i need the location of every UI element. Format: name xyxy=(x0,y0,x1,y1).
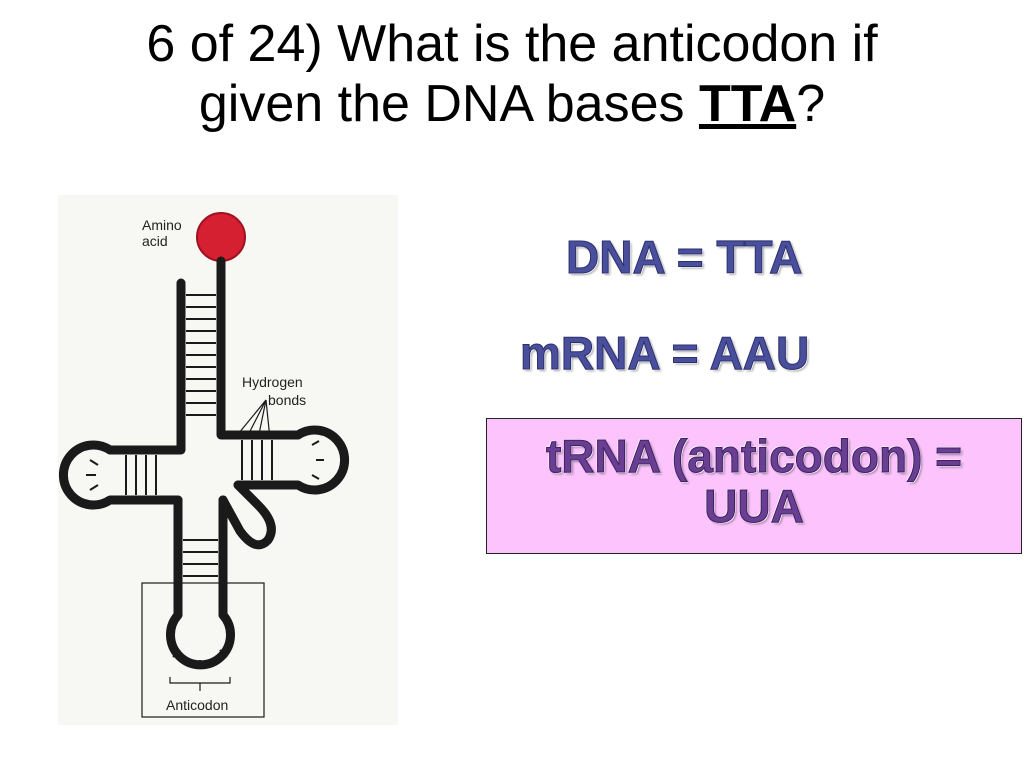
d-arm-loop xyxy=(58,440,183,510)
left-strand xyxy=(135,278,186,455)
amino-acid-label-2: acid xyxy=(142,233,168,249)
amino-acid-label-1: Amino xyxy=(142,217,182,233)
anticodon-bracket xyxy=(169,677,231,691)
t-arm-bonds xyxy=(241,440,273,480)
hydrogen-bonds-pointers xyxy=(233,399,271,440)
anticodon-loop-spokes xyxy=(172,649,228,669)
t-loop-spokes xyxy=(311,440,324,480)
hydrogen-bonds-label-2: bonds xyxy=(268,392,306,408)
d-arm-bonds xyxy=(125,455,157,495)
title-line-2-prefix: given the DNA bases xyxy=(198,75,699,133)
d-loop-spokes xyxy=(86,459,99,491)
anticodon-label: Anticodon xyxy=(166,697,228,713)
trna-answer-box: tRNA (anticodon) = UUA xyxy=(486,418,1022,554)
trna-diagram: Amino acid xyxy=(58,195,398,725)
mrna-answer: mRNA = AAU xyxy=(519,327,810,379)
anticodon-stem-bonds xyxy=(183,539,218,577)
trna-answer-line-1: tRNA (anticodon) = xyxy=(545,430,963,482)
title-emphasis: TTA xyxy=(698,75,797,133)
trna-diagram-svg: Amino acid xyxy=(58,195,398,725)
t-arm-loop xyxy=(233,425,350,495)
right-strand xyxy=(216,256,268,440)
acceptor-stem-bonds xyxy=(186,294,216,416)
trna-answer-line-2: UUA xyxy=(704,480,805,532)
slide-title: 6 of 24) What is the anticodon if given … xyxy=(0,14,1024,134)
title-line-1: 6 of 24) What is the anticodon if xyxy=(146,15,878,73)
amino-acid-ball xyxy=(196,212,246,262)
title-suffix: ? xyxy=(796,75,826,133)
anticodon-box xyxy=(141,582,265,718)
hydrogen-bonds-label-1: Hydrogen xyxy=(242,374,303,390)
dna-answer: DNA = TTA xyxy=(565,231,803,283)
variable-loop xyxy=(218,480,276,550)
